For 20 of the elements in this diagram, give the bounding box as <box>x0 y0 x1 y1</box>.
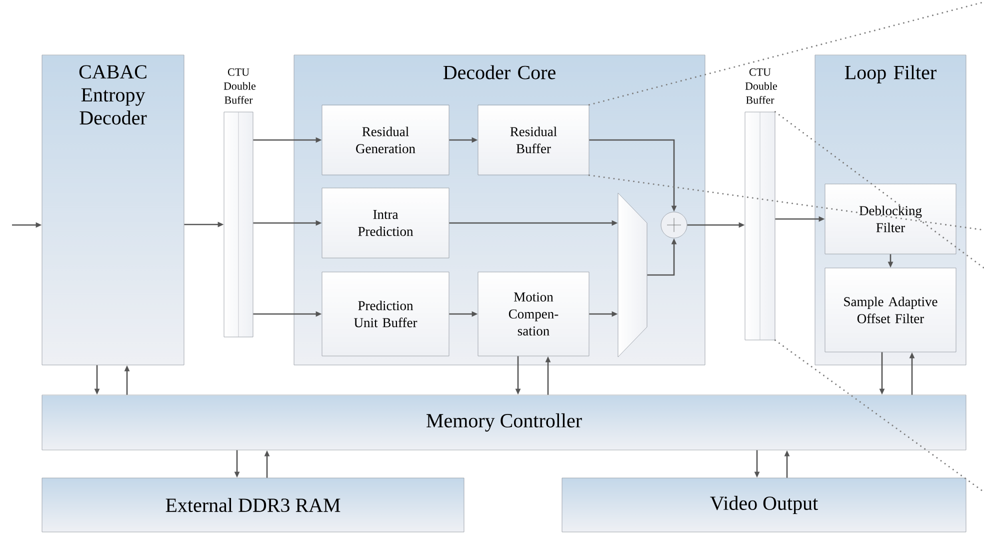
process-box: Sample Adaptive Offset Filter <box>824 268 956 352</box>
controller-bar: Memory Controller <box>42 394 966 450</box>
process-box: Intra Prediction <box>322 188 450 258</box>
process-box: Prediction Unit Buffer <box>322 272 450 356</box>
zoom-line <box>774 111 984 269</box>
adder-symbol <box>660 212 688 238</box>
node-label: CTU Double Buffer <box>745 68 778 104</box>
buffer-bar: CTU Double Buffer <box>224 68 256 338</box>
decoder-block: CABAC Entropy Decoder <box>42 54 184 366</box>
node-label: CTU Double Buffer <box>224 68 256 104</box>
process-box: Deblocking Filter <box>824 184 956 254</box>
memory-box: External DDR3 RAM <box>42 478 464 532</box>
zoom-line <box>588 174 984 231</box>
zoom-line <box>588 1 984 106</box>
process-box: Residual Buffer <box>478 104 590 176</box>
zoom-line <box>774 339 984 493</box>
process-box: Residual Generation <box>322 104 450 176</box>
output-box: Video Output <box>562 478 966 532</box>
process-box: Motion Compen-sation <box>478 272 590 356</box>
buffer-bar: CTU Double Buffer <box>744 68 777 340</box>
